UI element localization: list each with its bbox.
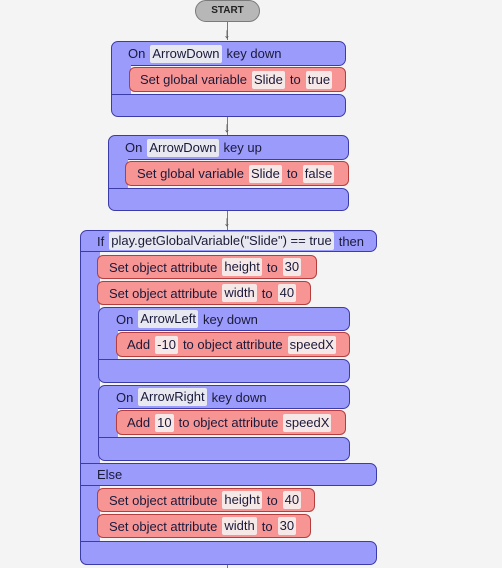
event-footer (98, 359, 350, 383)
to-label: to (266, 259, 278, 275)
connector-line (227, 210, 228, 230)
to-attribute-label: to object attribute (182, 337, 283, 352)
event-block-arrowdown-keydown[interactable]: On ArrowDown key down Set global variabl… (111, 41, 346, 117)
action-label: key down (202, 311, 258, 327)
connector-line (227, 116, 228, 136)
down-arrow-icon: ↓ (223, 25, 231, 41)
condition-field[interactable]: play.getGlobalVariable("Slide") == true (109, 232, 334, 250)
to-label: to (261, 285, 273, 301)
on-label: On (116, 311, 134, 327)
value-field[interactable]: 30 (277, 517, 297, 535)
value-field[interactable]: false (302, 164, 335, 183)
add-to-attribute-statement[interactable]: Add 10 to object attribute speedX (116, 410, 346, 435)
key-field[interactable]: ArrowDown (150, 44, 222, 63)
statement-label: Set object attribute (109, 518, 218, 534)
event-header[interactable]: On ArrowRight key down (98, 385, 350, 409)
attribute-field[interactable]: width (222, 284, 257, 302)
event-header[interactable]: On ArrowDown key down (111, 41, 346, 66)
value-field[interactable]: 40 (282, 491, 302, 509)
action-label: key down (211, 389, 267, 405)
key-field[interactable]: ArrowDown (147, 138, 219, 157)
to-label: to (289, 72, 301, 87)
set-object-attribute-statement[interactable]: Set object attribute height to 40 (97, 488, 315, 512)
attribute-field[interactable]: speedX (287, 335, 336, 354)
add-to-attribute-statement[interactable]: Add -10 to object attribute speedX (116, 332, 350, 357)
to-attribute-label: to object attribute (178, 415, 279, 430)
key-field[interactable]: ArrowLeft (138, 310, 198, 328)
set-object-attribute-statement[interactable]: Set object attribute width to 30 (97, 514, 311, 538)
set-global-variable-statement[interactable]: Set global variable Slide to true (129, 67, 346, 92)
action-label: key down (226, 46, 282, 61)
start-node[interactable]: START (195, 0, 260, 22)
attribute-field[interactable]: height (222, 258, 262, 276)
statement-label: Set global variable (140, 72, 247, 87)
variable-field[interactable]: Slide (251, 70, 285, 89)
event-body (108, 159, 128, 189)
if-label: If (97, 233, 105, 249)
attribute-field[interactable]: speedX (283, 413, 332, 432)
event-block-arrowdown-keyup[interactable]: On ArrowDown key up Set global variable … (108, 135, 349, 211)
attribute-field[interactable]: height (222, 491, 262, 509)
value-field[interactable]: 40 (277, 284, 297, 302)
action-label: key up (223, 140, 262, 155)
statement-label: Set object attribute (109, 285, 218, 301)
to-label: to (266, 492, 278, 508)
event-body (98, 330, 118, 361)
else-label: Else (97, 467, 123, 482)
else-header[interactable]: Else (80, 463, 377, 486)
add-label: Add (127, 415, 151, 430)
add-label: Add (127, 337, 151, 352)
event-body (98, 408, 118, 439)
if-block[interactable]: If play.getGlobalVariable("Slide") == tr… (80, 230, 377, 568)
down-arrow-icon: ↓ (223, 213, 231, 229)
event-block-arrowleft-keydown[interactable]: On ArrowLeft key down Add -10 to object … (98, 307, 350, 383)
event-header[interactable]: On ArrowLeft key down (98, 307, 350, 331)
event-footer (111, 94, 346, 117)
if-header[interactable]: If play.getGlobalVariable("Slide") == tr… (80, 230, 377, 252)
then-label: then (338, 233, 365, 249)
down-arrow-icon: ↓ (223, 119, 231, 135)
connector-line (227, 22, 228, 40)
on-label: On (116, 389, 134, 405)
statement-label: Set object attribute (109, 259, 218, 275)
set-object-attribute-statement[interactable]: Set object attribute height to 30 (97, 255, 317, 279)
variable-field[interactable]: Slide (248, 164, 282, 183)
statement-label: Set object attribute (109, 492, 218, 508)
on-label: On (125, 140, 143, 155)
event-footer (98, 437, 350, 461)
statement-label: Set global variable (137, 166, 244, 181)
attribute-field[interactable]: width (222, 517, 257, 535)
value-field[interactable]: true (305, 70, 333, 89)
value-field[interactable]: -10 (155, 335, 178, 354)
set-object-attribute-statement[interactable]: Set object attribute width to 40 (97, 281, 311, 305)
event-body (111, 65, 131, 95)
event-footer (108, 188, 349, 211)
event-block-arrowright-keydown[interactable]: On ArrowRight key down Add 10 to object … (98, 385, 350, 461)
value-field[interactable]: 30 (282, 258, 302, 276)
to-label: to (261, 518, 273, 534)
key-field[interactable]: ArrowRight (138, 388, 207, 406)
to-label: to (286, 166, 298, 181)
on-label: On (128, 46, 146, 61)
connector-line (227, 564, 228, 568)
event-header[interactable]: On ArrowDown key up (108, 135, 349, 160)
if-footer (80, 541, 377, 565)
value-field[interactable]: 10 (155, 413, 174, 432)
set-global-variable-statement[interactable]: Set global variable Slide to false (125, 161, 349, 186)
